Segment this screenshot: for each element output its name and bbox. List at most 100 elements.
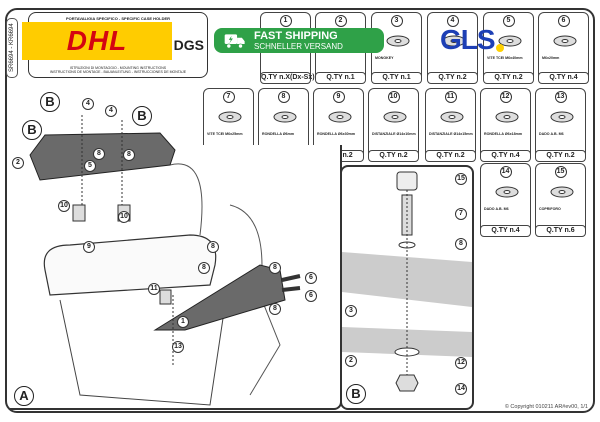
assembly-drawing-b (342, 171, 472, 392)
callout: 13 (172, 341, 184, 353)
part-number: 7 (222, 91, 235, 103)
instructions-line: ISTRUZIONI DI MONTAGGIO - MOUNTING INSTR… (69, 66, 167, 70)
part-box: 14 DADO A.B. M6 Q.TY n.4 (480, 163, 531, 237)
part-icon (386, 35, 410, 47)
part-quantity: Q.TY n.4 (538, 72, 589, 84)
callout: 8 (93, 148, 105, 160)
part-quantity: Q.TY n.2 (427, 72, 478, 84)
part-icon (498, 35, 522, 47)
part-icon (550, 111, 574, 123)
part-quantity: Q.TY n.X(Dx-Sx) (260, 72, 315, 84)
part-number: 5 (502, 15, 515, 27)
part-quantity: Q.TY n.2 (425, 150, 476, 162)
part-quantity: Q.TY n.2 (535, 150, 586, 162)
callout: 14 (455, 383, 467, 395)
callout: 3 (345, 305, 357, 317)
part-number: 14 (499, 166, 512, 178)
callout: 6 (305, 272, 317, 284)
part-description: M6x20mm (542, 56, 560, 60)
part-box: 6 M6x20mm Q.TY n.4 (538, 12, 589, 84)
callout: 2 (345, 355, 357, 367)
part-description: DISTANZIALE Ø14x10mm (372, 132, 416, 136)
assembly-drawing-a (29, 115, 301, 406)
part-icon (383, 111, 407, 123)
callout: 2 (12, 157, 24, 169)
model-suffix: DGS (173, 37, 204, 53)
part-description: RONDELLA Ø6mm (262, 132, 295, 136)
ref-b-label: B (22, 120, 42, 140)
part-icon (442, 35, 466, 47)
part-quantity: Q.TY n.1 (315, 72, 366, 84)
part-box: 4 Q.TY n.2 (427, 12, 478, 84)
part-description: COPRIFORO (539, 207, 561, 211)
title: PORTAVALIGIA SPECIFICO - SPECIFIC CASE H… (65, 16, 171, 21)
part-number: 2 (334, 15, 347, 27)
callout: 7 (455, 208, 467, 220)
part-number: 8 (277, 91, 290, 103)
part-icon (328, 111, 352, 123)
part-number: 3 (390, 15, 403, 27)
copyright: © Copyright 010211 AR#ev00, 1/1 (504, 404, 588, 410)
panel-a-label: A (14, 386, 34, 406)
part-icon (218, 111, 242, 123)
part-number: 1 (279, 15, 292, 27)
part-box: 11 DISTANZIALE Ø14x15mm Q.TY n.2 (425, 88, 476, 162)
callout: 8 (123, 149, 135, 161)
part-description: MONOKEY (375, 56, 394, 60)
callout: 8 (269, 262, 281, 274)
part-description: RONDELLA Ø6x18mm (484, 132, 523, 136)
part-quantity: Q.TY n.1 (371, 72, 422, 84)
part-quantity: Q.TY n.2 (368, 150, 419, 162)
part-number: 11 (444, 91, 457, 103)
instructions-line: INSTRUCTIONS DE MONTAGE - BAUANLEITUNG -… (49, 70, 187, 74)
part-number: 13 (554, 91, 567, 103)
callout: 11 (148, 283, 160, 295)
callout: 8 (269, 303, 281, 315)
callout: 9 (83, 241, 95, 253)
part-icon (440, 111, 464, 123)
part-description: VITE TCEI M6x40mm (487, 56, 523, 60)
part-number: 15 (554, 166, 567, 178)
model-code: SR6694 - KR6694 (6, 18, 18, 78)
gls-logo: GLS (440, 24, 496, 55)
callout: 4 (82, 98, 94, 110)
callout: 10 (118, 211, 130, 223)
part-icon (273, 111, 297, 123)
gls-logo-dot (496, 44, 504, 52)
callout: 8 (198, 262, 210, 274)
shipping-subtitle: SCHNELLER VERSAND (254, 42, 343, 51)
part-number: 6 (557, 15, 570, 27)
part-box: 13 DADO A.B. M6 Q.TY n.2 (535, 88, 586, 162)
callout: 15 (455, 173, 467, 185)
part-description: VITE TCEI M6x25mm (207, 132, 243, 136)
callout: 1 (177, 316, 189, 328)
callout: 4 (105, 105, 117, 117)
part-box: 15 COPRIFORO Q.TY n.6 (535, 163, 586, 237)
part-box: 10 DISTANZIALE Ø14x10mm Q.TY n.2 (368, 88, 419, 162)
part-description: DADO A.B. M6 (484, 207, 509, 211)
instructions: ISTRUZIONI DI MONTAGGIO - MOUNTING INSTR… (29, 66, 207, 74)
part-description: DADO A.B. M6 (539, 132, 564, 136)
part-number: 9 (332, 91, 345, 103)
callout: 8 (207, 241, 219, 253)
part-quantity: Q.TY n.6 (535, 225, 586, 237)
diagram-frame (5, 8, 595, 413)
shipping-title: FAST SHIPPING (254, 30, 338, 42)
callout: 10 (58, 200, 70, 212)
part-icon (495, 111, 519, 123)
ref-b-label: B (132, 106, 152, 126)
part-quantity: Q.TY n.4 (480, 150, 531, 162)
callout: 5 (84, 160, 96, 172)
dhl-logo: DHL (22, 22, 172, 60)
ref-b-label: B (40, 92, 60, 112)
callout: 6 (305, 290, 317, 302)
dhl-logo-text: DHL (66, 25, 128, 56)
part-number: 10 (387, 91, 400, 103)
part-box: 5 VITE TCEI M6x40mm Q.TY n.2 (483, 12, 534, 84)
panel-b-label: B (346, 384, 366, 404)
part-box: 12 RONDELLA Ø6x18mm Q.TY n.4 (480, 88, 531, 162)
part-quantity: Q.TY n.4 (480, 225, 531, 237)
part-number: 12 (499, 91, 512, 103)
part-description: RONDELLA Ø6x30mm (317, 132, 356, 136)
